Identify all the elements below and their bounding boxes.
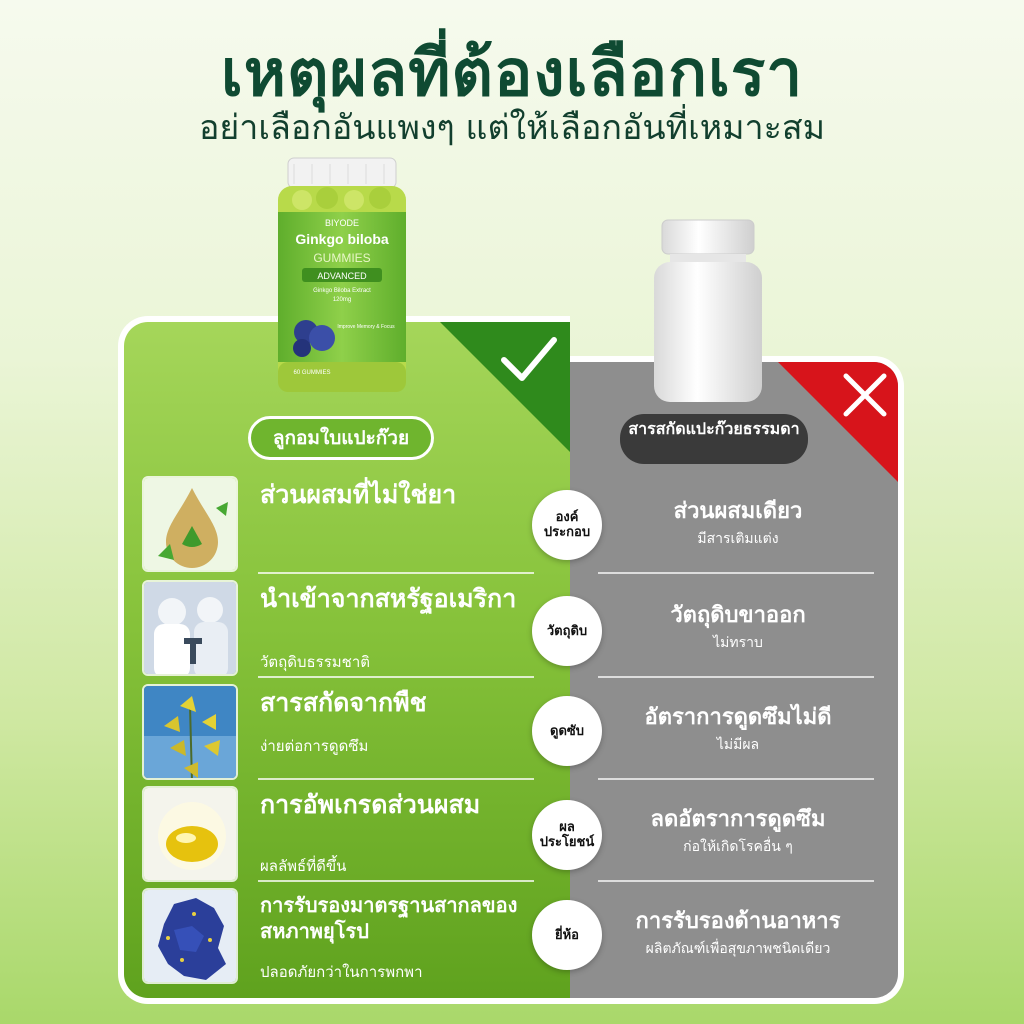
right-row-benefit: ลดอัตราการดูดซึม ก่อให้เกิดโรคอื่น ๆ (596, 806, 880, 858)
left-divider (258, 572, 534, 574)
left-row-brand: การรับรองมาตรฐานสากลของสหภาพยุโรป ปลอดภั… (142, 888, 538, 984)
ordinary-product-label: สารสกัดแปะก๊วยธรรมดา (620, 414, 808, 464)
ordinary-product-panel (570, 356, 904, 1004)
ginkgo-drop-thumbnail (142, 476, 238, 572)
right-row-sub-text: ไม่มีผล (716, 737, 760, 753)
check-icon (501, 337, 557, 381)
left-row-main-text: การอัพเกรดส่วนผสม (260, 790, 481, 819)
right-row-brand: การรับรองด้านอาหาร ผลิตภัณฑ์เพื่อสุขภาพช… (596, 908, 880, 960)
product-brand: BIYODE (325, 218, 359, 228)
product-badge: ADVANCED (317, 271, 367, 281)
right-row-sub-text: มีสารเติมแต่ง (697, 531, 779, 547)
left-row-sub-text: ผลลัพธ์ที่ดีขึ้น (260, 857, 347, 875)
left-row-main-text: สารสกัดจากพืช (260, 688, 427, 717)
right-divider (598, 880, 874, 882)
category-ingredients: องค์ประกอบ (532, 490, 602, 560)
right-row-ingredients: ส่วนผสมเดียว มีสารเติมแต่ง (596, 498, 880, 550)
left-divider (258, 880, 534, 882)
right-row-sub-text: ผลิตภัณฑ์เพื่อสุขภาพชนิดเดียว (645, 941, 831, 957)
right-row-main-text: การรับรองด้านอาหาร (635, 909, 841, 934)
category-absorption: ดูดซับ (532, 696, 602, 766)
product-claim: Improve Memory & Focus (337, 324, 395, 330)
right-divider (598, 572, 874, 574)
good-product-label: ลูกอมใบแปะก๊วย (248, 416, 434, 460)
laboratory-thumbnail (142, 580, 238, 676)
capsule-thumbnail (142, 786, 238, 882)
right-row-sub-text: ก่อให้เกิดโรคอื่น ๆ (683, 839, 793, 855)
page-title: เหตุผลที่ต้องเลือกเรา (220, 37, 804, 111)
category-material: วัตถุดิบ (532, 596, 602, 666)
close-icon (843, 373, 887, 417)
product-type: GUMMIES (313, 251, 370, 265)
right-row-main-text: ลดอัตราการดูดซึม (650, 807, 826, 832)
left-row-benefit: การอัพเกรดส่วนผสม ผลลัพธ์ที่ดีขึ้น (142, 786, 538, 882)
category-brand: ยี่ห้อ (532, 900, 602, 970)
product-bottle-image: BIYODE Ginkgo biloba GUMMIES ADVANCED Gi… (278, 157, 406, 392)
plain-bottle-image (654, 219, 762, 402)
left-row-main-text: นำเข้าจากสหรัฐอเมริกา (260, 584, 517, 613)
left-row-sub-text: วัตถุดิบธรรมชาติ (260, 653, 371, 671)
right-row-material: วัตถุดิบขาออก ไม่ทราบ (596, 602, 880, 654)
product-count: 60 GUMMIES (293, 370, 330, 376)
category-benefit: ผลประโยชน์ (532, 800, 602, 870)
left-divider (258, 778, 534, 780)
left-divider (258, 676, 534, 678)
right-row-main-text: ส่วนผสมเดียว (673, 499, 803, 524)
left-row-main-text: การรับรองมาตรฐานสากลของสหภาพยุโรป (260, 893, 518, 943)
left-row-sub-text: ง่ายต่อการดูดซึม (260, 737, 369, 755)
product-name: Ginkgo biloba (295, 231, 389, 247)
right-row-absorption: อัตราการดูดซึมไม่ดี ไม่มีผล (596, 704, 880, 756)
right-divider (598, 778, 874, 780)
product-detail: Ginkgo Biloba Extract (313, 288, 371, 294)
left-row-sub-text: ปลอดภัยกว่าในการพกพา (260, 963, 423, 981)
europe-map-thumbnail (142, 888, 238, 984)
left-row-ingredients: ส่วนผสมที่ไม่ใช่ยา (142, 476, 538, 572)
product-dose: 120mg (333, 297, 351, 303)
right-divider (598, 676, 874, 678)
left-row-main-text: ส่วนผสมที่ไม่ใช่ยา (260, 480, 457, 509)
right-row-sub-text: ไม่ทราบ (713, 635, 763, 651)
left-row-material: นำเข้าจากสหรัฐอเมริกา วัตถุดิบธรรมชาติ (142, 580, 538, 676)
left-row-absorption: สารสกัดจากพืช ง่ายต่อการดูดซึม (142, 684, 538, 780)
right-row-main-text: วัตถุดิบขาออก (670, 603, 806, 628)
right-row-main-text: อัตราการดูดซึมไม่ดี (644, 705, 832, 730)
page-subtitle: อย่าเลือกอันแพงๆ แต่ให้เลือกอันที่เหมาะส… (198, 108, 826, 148)
ginkgo-tree-thumbnail (142, 684, 238, 780)
